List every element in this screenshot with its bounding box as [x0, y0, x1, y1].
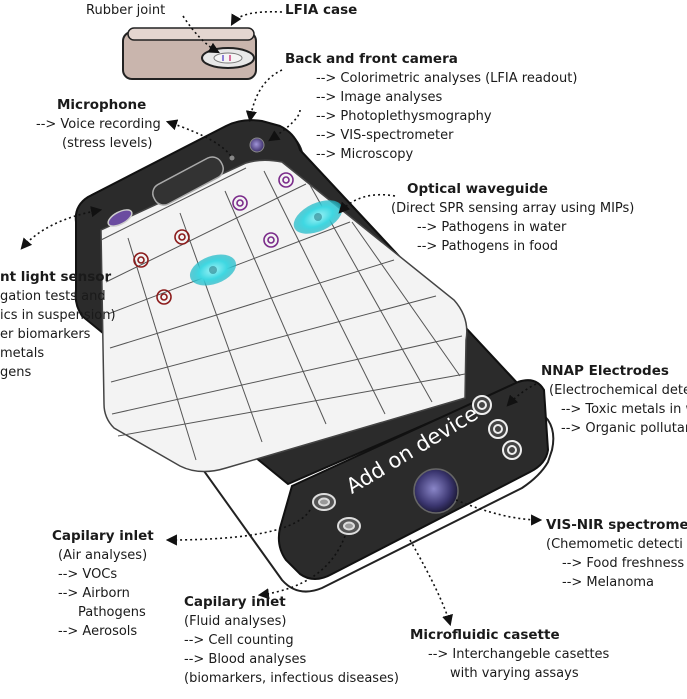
nnap-electrodes-annotation: NNAP Electrodes (Electrochemical dete --… [541, 363, 687, 436]
lfia-case-label: LFIA case [285, 2, 358, 18]
rubber-joint-label: Rubber joint [86, 3, 166, 18]
optical-waveguide-annotation: Optical waveguide (Direct SPR sensing ar… [391, 181, 635, 254]
microfluidic-cassette-annotation: Microfluidic casette --> Interchangeble … [410, 627, 610, 681]
lfia-case [122, 27, 257, 80]
microphone-annotation: Microphone --> Voice recording (stress l… [36, 97, 161, 151]
annotation-arrows [20, 10, 543, 627]
capillary-inlet-air-annotation: Capilary inlet (Air analyses) --> VOCs -… [52, 528, 154, 639]
ambient-light-sensor-annotation: nt light sensor gation tests and ics in … [0, 269, 116, 380]
phone-features [107, 137, 265, 227]
capillary-inlet-fluid-annotation: Capilary inlet (Fluid analyses) --> Cell… [184, 594, 399, 686]
add-on-device [277, 379, 550, 580]
camera-annotation: Back and front camera --> Colorimetric a… [285, 51, 578, 162]
vis-nir-spectrometer-annotation: VIS-NIR spectromet (Chemometic detecti -… [546, 517, 687, 590]
screen [100, 159, 468, 473]
